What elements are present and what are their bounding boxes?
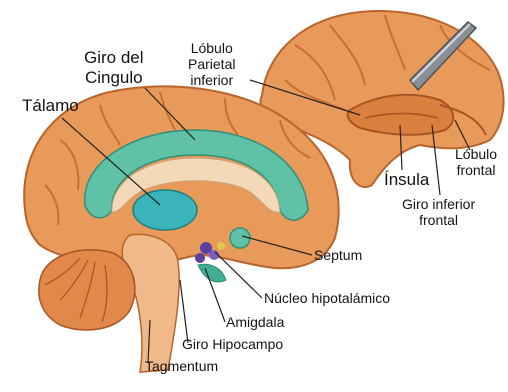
sagittal-brain: [24, 86, 339, 372]
label-lobulo-frontal: Lóbulo frontal: [455, 146, 497, 178]
label-lobulo-parietal: Lóbulo Parietal inferior: [188, 40, 235, 88]
label-giro-cingulo-line1: Giro del: [84, 48, 144, 68]
septum-shape: [230, 228, 250, 248]
label-lobulo-frontal-line2: frontal: [455, 162, 497, 178]
label-nucleo-hipotalamico: Núcleo hipotalámico: [264, 290, 390, 306]
label-lobulo-parietal-line3: inferior: [188, 72, 235, 88]
label-lobulo-parietal-line2: Parietal: [188, 56, 235, 72]
thalamus-shape: [133, 190, 197, 230]
label-giro-inferior-line2: frontal: [402, 212, 475, 228]
label-amigdala: Amigdala: [226, 314, 284, 330]
label-giro-cingulo: Giro del Cingulo: [84, 48, 144, 87]
label-tagmentum: Tagmentum: [145, 358, 218, 374]
label-giro-inferior-line1: Giro inferior: [402, 196, 475, 212]
label-giro-cingulo-line2: Cingulo: [84, 68, 144, 88]
label-septum: Septum: [314, 247, 362, 263]
label-giro-hipocampo: Giro Hipocampo: [182, 336, 283, 352]
label-insula: Ínsula: [384, 170, 429, 190]
label-lobulo-parietal-line1: Lóbulo: [188, 40, 235, 56]
label-giro-inferior-frontal: Giro inferior frontal: [402, 196, 475, 228]
label-lobulo-frontal-line1: Lóbulo: [455, 146, 497, 162]
label-talamo: Tálamo: [22, 96, 79, 116]
